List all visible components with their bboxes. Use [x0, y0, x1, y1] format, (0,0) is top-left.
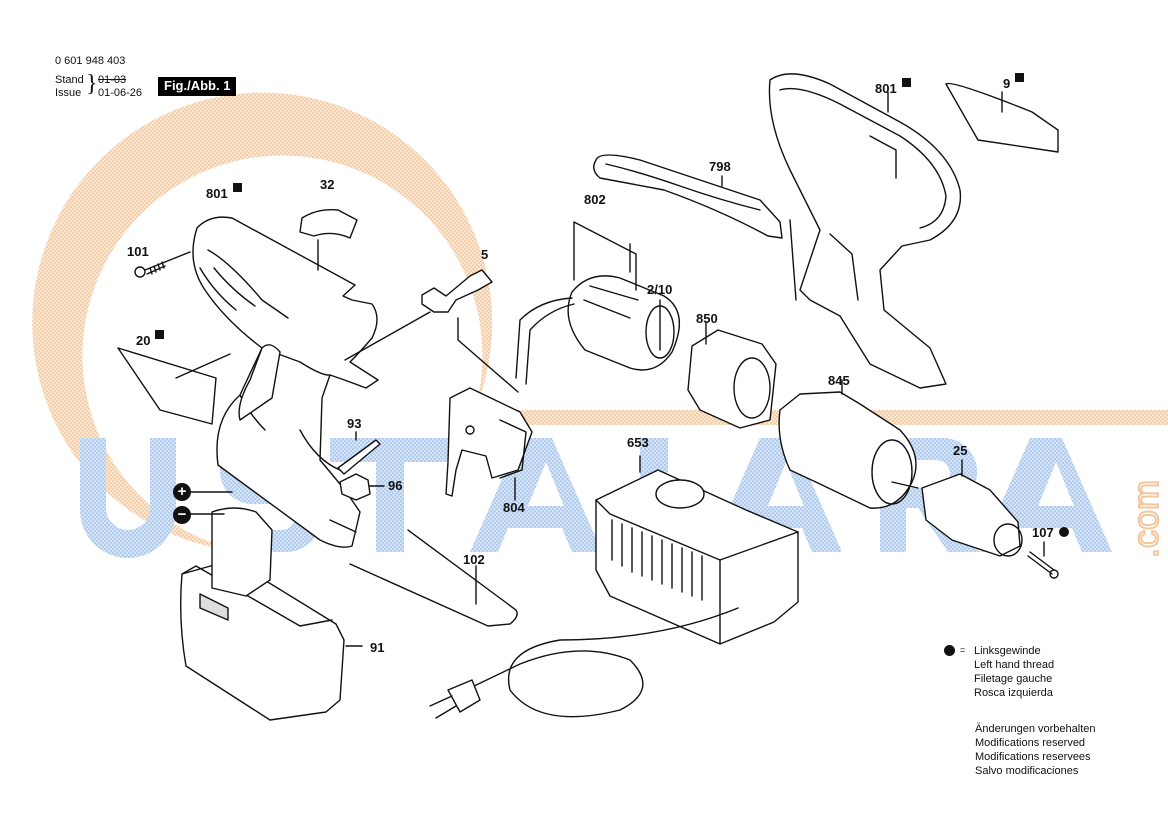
part-label-653[interactable]: 653 — [627, 435, 649, 450]
legend-line: Linksgewinde — [974, 645, 1041, 657]
issue-label: Issue — [55, 87, 82, 99]
legend-line: Modifications reservees — [975, 751, 1091, 763]
plus-terminal-icon: + — [173, 483, 191, 501]
figure-label: Fig./Abb. 1 — [158, 77, 237, 96]
stand-label: Stand — [55, 74, 84, 86]
part-label-102[interactable]: 102 — [463, 552, 485, 567]
legend-line: Filetage gauche — [974, 673, 1053, 685]
battery-91 — [179, 507, 345, 721]
part-label-96[interactable]: 96 — [388, 478, 403, 493]
part-label-93[interactable]: 93 — [347, 416, 362, 431]
housing-left-801 — [192, 216, 379, 548]
part-label-101[interactable]: 101 — [127, 244, 149, 259]
part-number: 0 601 948 403 — [55, 55, 126, 67]
watermark-orange-swoosh — [32, 92, 1168, 552]
part-label-32[interactable]: 32 — [320, 177, 335, 192]
screw-107 — [1027, 551, 1055, 575]
power-plug — [429, 679, 481, 719]
watermark-dot-com: .com — [1128, 479, 1166, 559]
cap-32 — [299, 208, 358, 239]
part-label-804[interactable]: 804 — [503, 500, 525, 515]
clutch-845 — [778, 391, 919, 509]
part-label-5[interactable]: 5 — [481, 247, 489, 262]
switch-804 — [445, 387, 533, 497]
part-label-107[interactable]: 107 — [1032, 526, 1069, 540]
legend-left-hand-thread: Linksgewinde Left hand thread Filetage g… — [974, 644, 1054, 700]
bit-holder-96 — [339, 473, 371, 501]
brace-icon: } — [86, 71, 98, 97]
legend-line: Salvo modificaciones — [975, 765, 1079, 777]
legend-modifications: Änderungen vorbehalten Modifications res… — [975, 722, 1095, 778]
housing-right-801 — [768, 73, 962, 389]
hook-102 — [349, 529, 518, 627]
gearbox-850 — [687, 329, 777, 429]
clip-5 — [421, 269, 493, 313]
part-label-25[interactable]: 25 — [953, 443, 968, 458]
bit-93 — [337, 439, 381, 475]
part-label-9[interactable]: 9 — [1003, 73, 1025, 91]
part-label-802[interactable]: 802 — [584, 192, 606, 207]
sticker-20 — [117, 347, 217, 425]
part-label-798[interactable]: 798 — [709, 159, 731, 174]
part-label-850[interactable]: 850 — [696, 311, 718, 326]
square-marker-icon — [901, 78, 911, 87]
part-label-91[interactable]: 91 — [370, 640, 385, 655]
square-marker-icon — [1015, 73, 1025, 82]
sticker-9 — [945, 82, 1059, 153]
charger-653 — [595, 469, 799, 645]
left-thread-dot-icon — [1058, 527, 1069, 537]
legend-line: Rosca izquierda — [974, 687, 1053, 699]
legend-line: Änderungen vorbehalten — [975, 723, 1096, 735]
left-thread-legend-dot-icon — [944, 645, 955, 656]
chuck-25 — [921, 473, 1023, 557]
square-marker-icon — [155, 330, 165, 339]
issue-date: 01-06-26 — [98, 87, 143, 99]
handle-grip — [238, 344, 281, 421]
legend-line: Left hand thread — [974, 659, 1055, 671]
strap-798 — [593, 154, 783, 239]
part-label-801-right[interactable]: 801 — [875, 78, 911, 96]
part-label-845[interactable]: 845 — [828, 373, 850, 388]
part-label-801-left[interactable]: 801 — [206, 183, 242, 201]
minus-terminal-icon: − — [173, 506, 191, 524]
motor-802 — [515, 275, 681, 385]
old-date-struck: 01-03 — [98, 74, 127, 86]
part-label-20[interactable]: 20 — [136, 330, 165, 348]
part-label-2-10[interactable]: 2/10 — [647, 282, 673, 297]
legend-line: Modifications reserved — [975, 737, 1086, 749]
power-cord — [469, 607, 739, 718]
svg-text:.com: .com — [1128, 480, 1166, 558]
legend-equals: = — [960, 645, 966, 655]
screw-101 — [134, 251, 191, 278]
square-marker-icon — [232, 183, 242, 192]
